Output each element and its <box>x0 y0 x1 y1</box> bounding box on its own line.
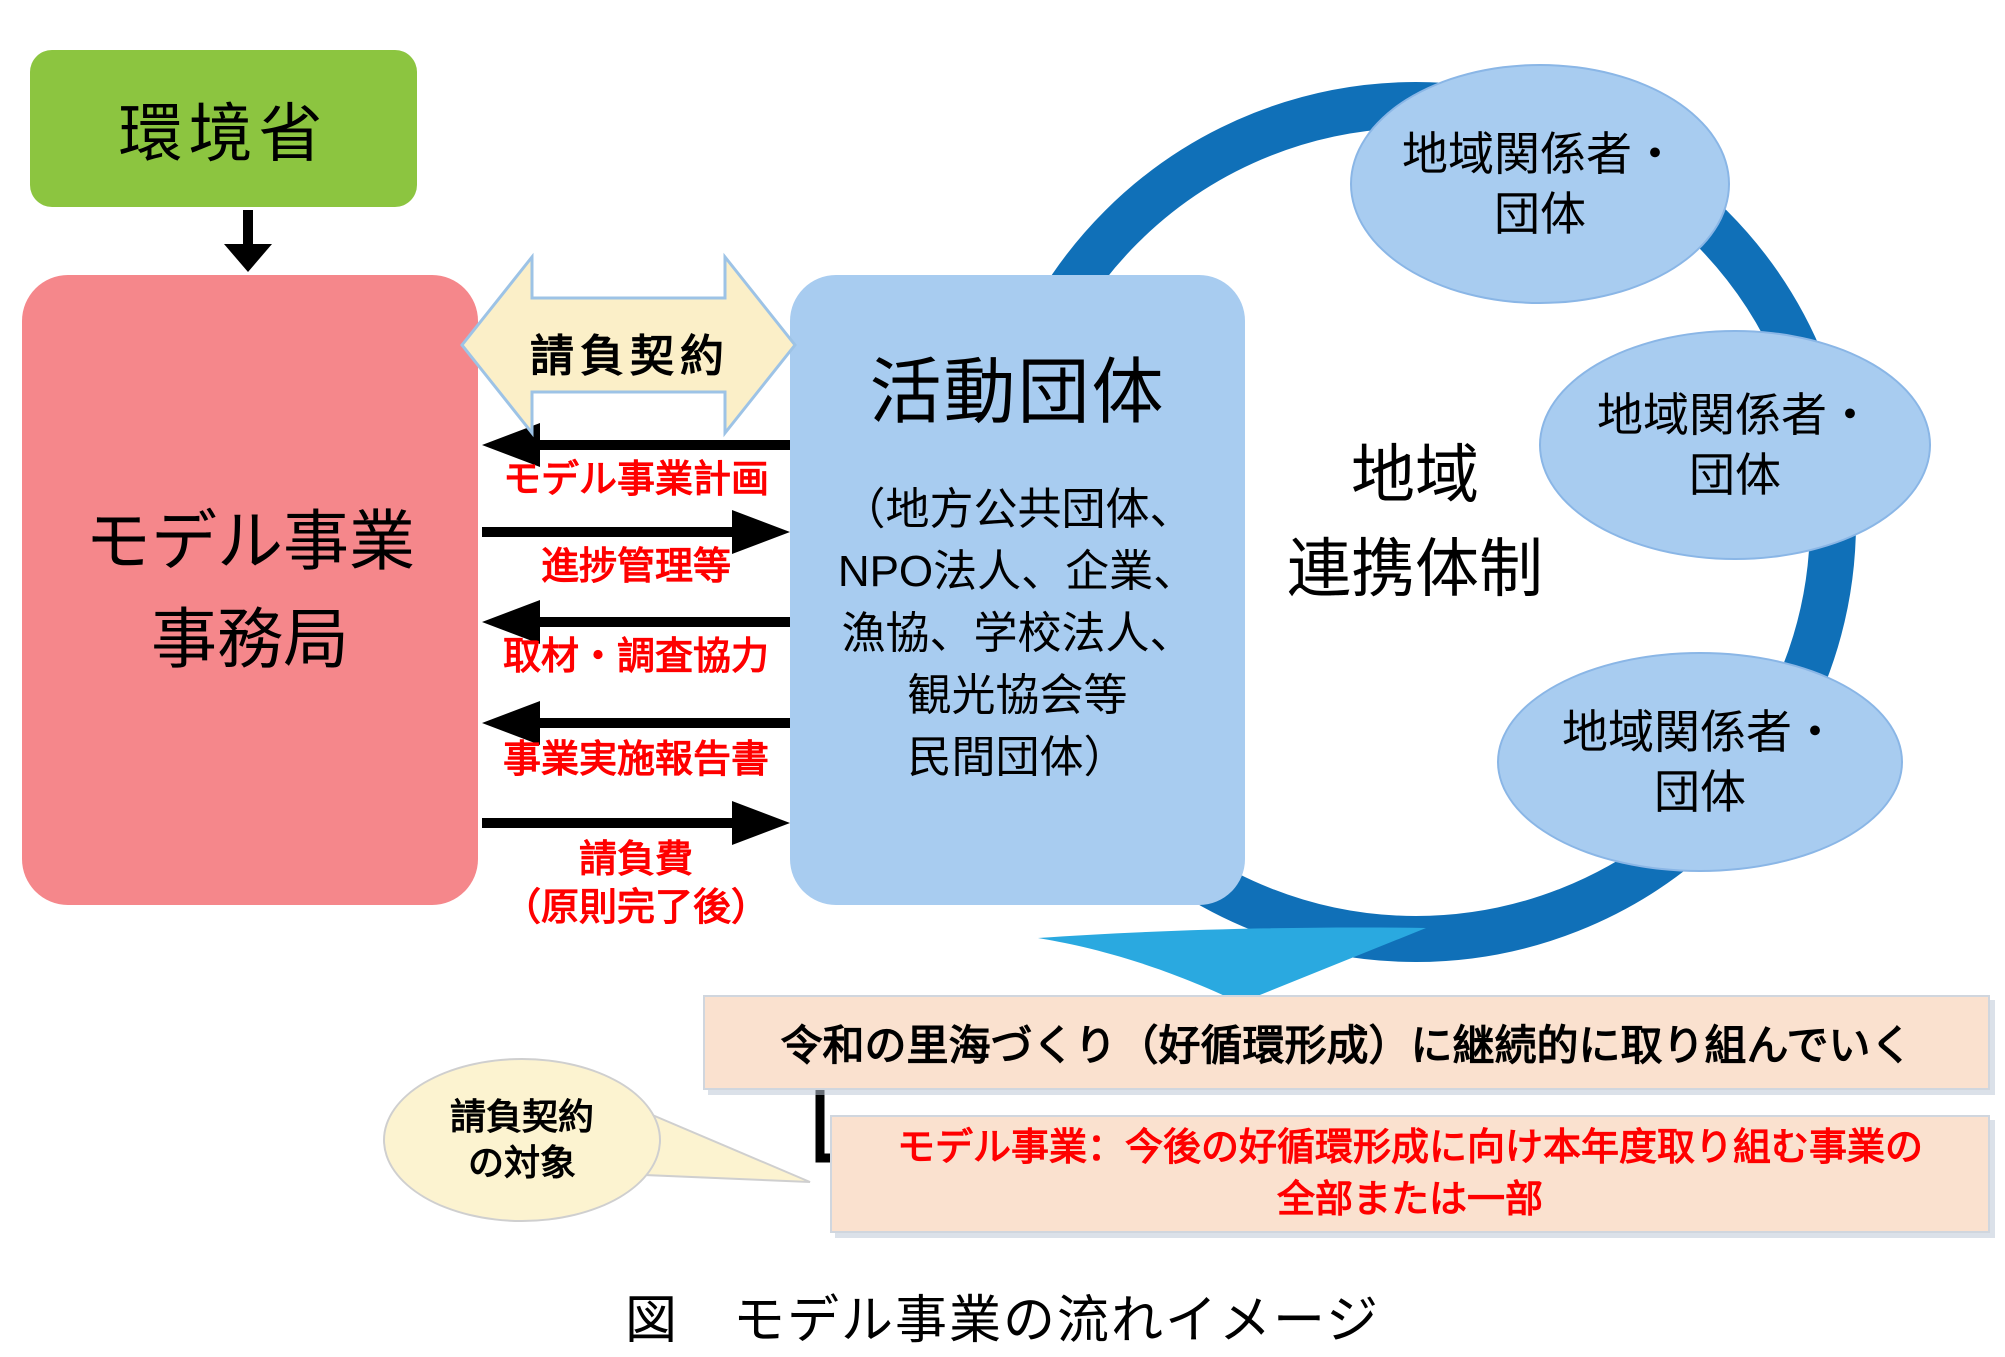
flow-arrow-4-label: 事業実施報告書 <box>502 739 769 781</box>
activity-group-box: 活動団体 （地方公共団体、 NPO法人、企業、 漁協、学校法人、 観光協会等 民… <box>790 275 1245 905</box>
region-label-line2: 連携体制 <box>1287 533 1543 605</box>
activity-group-members: （地方公共団体、 NPO法人、企業、 漁協、学校法人、 観光協会等 民間団体） <box>838 479 1197 789</box>
flow-arrow-2-right-icon <box>482 510 790 554</box>
model-project-box: モデル事業：今後の好循環形成に向け本年度取り組む事業の 全部または一部 <box>830 1115 1990 1233</box>
flow-arrow-1-left-icon <box>482 423 790 467</box>
stakeholder-label-line1: 地域関係者・ <box>1402 128 1678 180</box>
activity-member-line: 観光協会等 <box>907 671 1128 720</box>
flow-arrow-3-label: 取材・調査協力 <box>502 636 769 678</box>
flow-arrow-5-label: 請負費 （原則完了後） <box>480 836 792 932</box>
flow-arrow-2-label: 進捗管理等 <box>540 546 731 588</box>
model-project-line1: モデル事業：今後の好循環形成に向け本年度取り組む事業の <box>896 1127 1923 1169</box>
bubble-line2: の対象 <box>467 1142 576 1183</box>
stakeholder-ellipse-3: 地域関係者・ 団体 <box>1497 652 1903 872</box>
bubble-tail <box>643 1112 811 1183</box>
ministry-to-secretariat-arrow-icon <box>224 210 272 272</box>
stakeholder-label-line2: 団体 <box>1689 449 1781 501</box>
stakeholder-label-line1: 地域関係者・ <box>1562 706 1838 758</box>
activity-group-title: 活動団体 <box>869 353 1166 433</box>
stakeholder-label-line1: 地域関係者・ <box>1597 389 1873 441</box>
stakeholder-label-line2: 団体 <box>1654 766 1746 818</box>
contract-scope-bubble: 請負契約 の対象 <box>383 1058 661 1222</box>
flow-arrow-5-label-line2: （原則完了後） <box>502 887 769 929</box>
stakeholder-ellipse-2: 地域関係者・ 団体 <box>1539 330 1931 560</box>
activity-member-line: （地方公共団体、 <box>841 485 1194 534</box>
secretariat-label-line2: 事務局 <box>151 602 349 676</box>
bubble-line1: 請負契約 <box>449 1096 594 1137</box>
secretariat-label-line1: モデル事業 <box>85 504 415 578</box>
model-project-line2: 全部または一部 <box>1276 1179 1543 1221</box>
activity-member-line: 漁協、学校法人、 <box>841 609 1194 658</box>
flow-arrow-5-right-icon <box>482 801 790 845</box>
flow-arrow-4-left-icon <box>482 701 790 745</box>
outcome-text: 令和の里海づくり（好循環形成）に継続的に取り組んでいく <box>780 1022 1913 1069</box>
figure-caption: 図 モデル事業の流れイメージ <box>625 1292 1380 1350</box>
flow-arrow-3-left-icon <box>482 600 790 644</box>
region-network-label: 地域 連携体制 <box>1250 428 1580 616</box>
outcome-box: 令和の里海づくり（好循環形成）に継続的に取り組んでいく <box>703 995 1990 1090</box>
stakeholder-label-line2: 団体 <box>1494 188 1586 240</box>
outcome-to-model-connector-line <box>815 1090 832 1163</box>
activity-member-line: 民間団体） <box>907 733 1128 782</box>
ministry-box: 環境省 <box>30 50 417 207</box>
stakeholder-ellipse-1: 地域関係者・ 団体 <box>1350 64 1730 304</box>
secretariat-box: モデル事業 事務局 <box>22 275 478 905</box>
down-swoosh-arrow-icon <box>1038 927 1426 1003</box>
ministry-label: 環境省 <box>118 97 329 170</box>
flow-arrow-1-label: モデル事業計画 <box>502 459 769 501</box>
contract-arrow-label: 請負契約 <box>530 332 730 381</box>
activity-member-line: NPO法人、企業、 <box>837 547 1198 596</box>
region-label-line1: 地域 <box>1351 439 1479 511</box>
flow-arrow-5-label-line1: 請負費 <box>578 839 693 881</box>
